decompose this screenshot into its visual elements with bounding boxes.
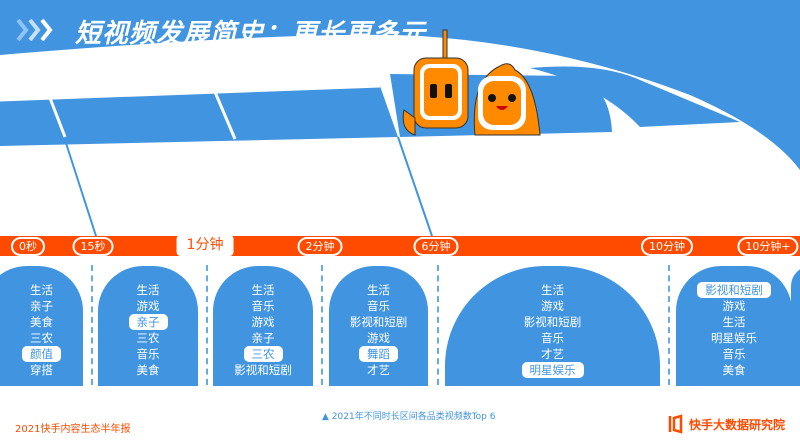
kuaishou-logo-icon <box>668 414 683 434</box>
category-item: 才艺 <box>367 363 390 377</box>
divider <box>437 265 439 385</box>
category-item: 明星娱乐 <box>711 331 757 345</box>
category-item-highlighted: 颜值 <box>22 346 61 362</box>
timeline-tick: 2分钟 <box>297 237 343 256</box>
category-item: 三农 <box>136 331 160 345</box>
category-item-highlighted: 明星娱乐 <box>521 362 584 378</box>
category-item: 音乐 <box>541 331 564 345</box>
divider <box>206 265 208 385</box>
category-item: 穿搭 <box>30 363 53 377</box>
brand-name: 快手大数据研究院 <box>689 417 786 432</box>
timeline-tick: 15秒 <box>72 237 114 256</box>
category-item: 生活 <box>367 283 390 297</box>
category-item: 美食 <box>136 363 160 377</box>
category-column: 生活音乐游戏亲子三农影视和短剧 <box>213 266 313 386</box>
page-title: 短视频发展简史：更长更多元 <box>75 19 427 49</box>
category-column: 影视和短剧游戏生活明星娱乐音乐美食 <box>676 266 792 386</box>
category-item: 影视和短剧 <box>523 315 582 329</box>
train-illustration <box>0 29 800 240</box>
category-item: 游戏 <box>541 299 564 313</box>
category-item: 生活 <box>541 283 564 297</box>
category-item-highlighted: 三农 <box>243 346 283 362</box>
category-column: 生活游戏亲子三农音乐美食 <box>98 266 198 386</box>
category-item: 生活 <box>722 315 746 329</box>
divider <box>91 265 93 385</box>
category-item: 音乐 <box>251 299 275 313</box>
category-item: 生活 <box>30 283 53 297</box>
category-column-partial <box>791 266 800 386</box>
category-item: 游戏 <box>722 299 746 313</box>
fish-mascot <box>473 63 541 136</box>
category-item: 生活 <box>136 283 160 297</box>
divider <box>321 265 323 385</box>
category-item: 才艺 <box>541 347 564 361</box>
category-column: 生活音乐影视和短剧游戏舞蹈才艺 <box>329 266 428 386</box>
category-item: 音乐 <box>722 347 746 361</box>
timeline-tick: 6分钟 <box>413 237 459 256</box>
robot-mascot <box>402 29 469 136</box>
category-item: 美食 <box>722 363 746 377</box>
category-item: 音乐 <box>367 299 390 313</box>
category-item: 游戏 <box>136 299 160 313</box>
divider <box>668 265 670 385</box>
category-item: 音乐 <box>136 347 160 361</box>
triple-chevron-icon <box>16 18 53 42</box>
category-item: 美食 <box>30 315 53 329</box>
category-column: 生活亲子美食三农颜值穿搭 <box>0 266 83 386</box>
category-item-highlighted: 亲子 <box>128 314 168 330</box>
category-item: 三农 <box>30 331 53 345</box>
category-item-highlighted: 影视和短剧 <box>697 282 771 298</box>
category-column: 生活游戏影视和短剧音乐才艺明星娱乐 <box>445 266 660 386</box>
timeline-tick: 10分钟 <box>641 237 693 256</box>
category-item: 游戏 <box>251 315 275 329</box>
timeline-tick: 1分钟 <box>176 235 234 256</box>
category-item: 影视和短剧 <box>234 363 292 377</box>
chart-note: ▲ 2021年不同时长区间各品类视频数Top 6 <box>322 412 496 422</box>
category-item: 生活 <box>251 283 275 297</box>
category-item-highlighted: 舞蹈 <box>359 346 398 362</box>
category-item: 亲子 <box>251 331 275 345</box>
category-item: 游戏 <box>367 331 390 345</box>
category-item: 影视和短剧 <box>349 315 408 329</box>
category-item: 亲子 <box>30 299 53 313</box>
report-title: 2021快手内容生态半年报 <box>15 424 131 435</box>
hero-banner: 短视频发展简史：更长更多元 <box>0 0 800 240</box>
chart-note-text: 2021年不同时长区间各品类视频数Top 6 <box>331 412 496 422</box>
brand-logo: 快手大数据研究院 <box>667 414 785 434</box>
timeline-tick: 10分钟+ <box>737 237 799 256</box>
timeline-tick: 0秒 <box>11 237 45 256</box>
